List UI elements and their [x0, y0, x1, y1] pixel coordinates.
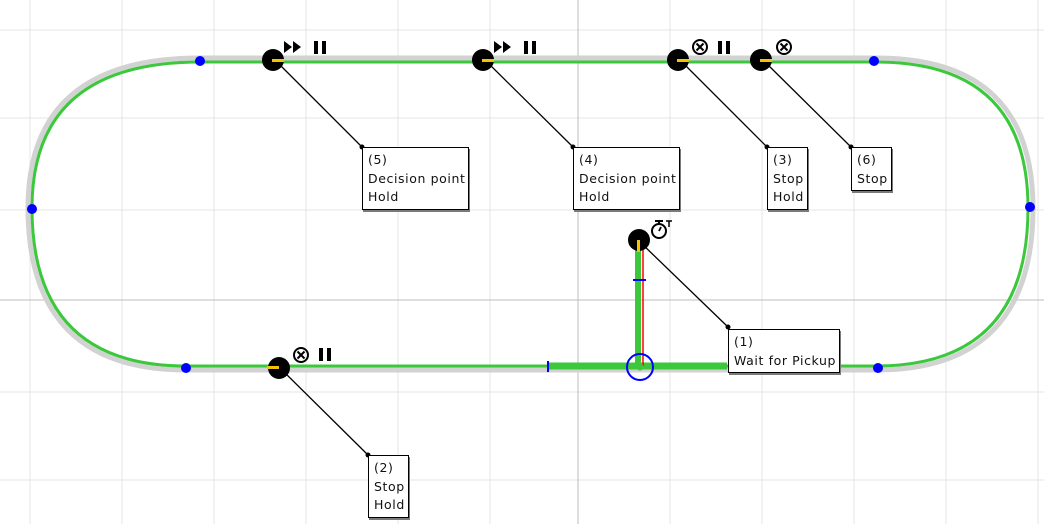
station-label-line: Decision point — [368, 170, 466, 186]
fast-forward-icon — [494, 41, 511, 53]
station-3-marker[interactable] — [667, 49, 689, 71]
pause-icon — [524, 41, 536, 54]
track-node[interactable] — [195, 56, 205, 66]
leader-line-5 — [274, 59, 363, 148]
origin-target-icon[interactable] — [626, 353, 654, 381]
station-label-line: Wait for Pickup — [734, 352, 837, 368]
station-label-5[interactable]: (5) Decision point Hold — [362, 147, 470, 210]
station-label-line: (1) — [734, 334, 754, 349]
stop-circle-x-icon — [692, 39, 708, 55]
track-node[interactable] — [1025, 202, 1035, 212]
station-label-line: Stop — [857, 170, 888, 186]
pause-icon — [319, 348, 331, 361]
station-label-line: Stop — [374, 478, 405, 494]
station-label-line: Hold — [773, 189, 804, 204]
station-label-line: (3) — [773, 152, 793, 167]
leader-line-4 — [484, 59, 574, 148]
station-label-1[interactable]: (1) Wait for Pickup — [728, 329, 841, 373]
stop-circle-x-icon — [776, 39, 792, 55]
track-node[interactable] — [27, 204, 37, 214]
station-label-line: (4) — [579, 152, 599, 167]
station-label-line: (6) — [857, 152, 877, 167]
station-2-marker[interactable] — [267, 357, 290, 379]
station-label-line: Hold — [579, 189, 610, 204]
station-label-6[interactable]: (6) Stop — [851, 147, 892, 191]
stopwatch-icon — [651, 220, 672, 239]
track-node[interactable] — [873, 363, 883, 373]
leader-line-2 — [279, 367, 369, 456]
pause-icon — [314, 41, 326, 54]
station-label-line: Hold — [374, 497, 405, 512]
station-label-line: Decision point — [579, 170, 677, 186]
station-1-marker[interactable] — [628, 229, 650, 252]
station-4-marker[interactable] — [472, 49, 494, 71]
station-label-line: Stop — [773, 170, 804, 186]
track-node[interactable] — [869, 56, 879, 66]
leader-dot-1 — [725, 324, 731, 330]
pause-icon — [718, 41, 730, 54]
stop-circle-x-icon — [293, 347, 309, 363]
station-label-line: Hold — [368, 189, 399, 204]
station-label-line: (5) — [368, 152, 388, 167]
station-label-line: (2) — [374, 460, 394, 475]
station-6-marker[interactable] — [750, 49, 772, 71]
leader-line-1 — [639, 241, 729, 328]
leader-line-6 — [762, 59, 852, 148]
origin-center-dot — [636, 363, 644, 371]
leader-line-3 — [679, 59, 768, 148]
track-node[interactable] — [181, 363, 191, 373]
station-label-3[interactable]: (3) Stop Hold — [767, 147, 808, 210]
station-label-2[interactable]: (2) Stop Hold — [368, 455, 409, 518]
track-loop[interactable] — [30, 60, 1030, 368]
station-label-4[interactable]: (4) Decision point Hold — [573, 147, 681, 210]
track-shadow — [25, 55, 1036, 373]
fast-forward-icon — [284, 41, 301, 53]
station-5-marker[interactable] — [262, 49, 284, 71]
